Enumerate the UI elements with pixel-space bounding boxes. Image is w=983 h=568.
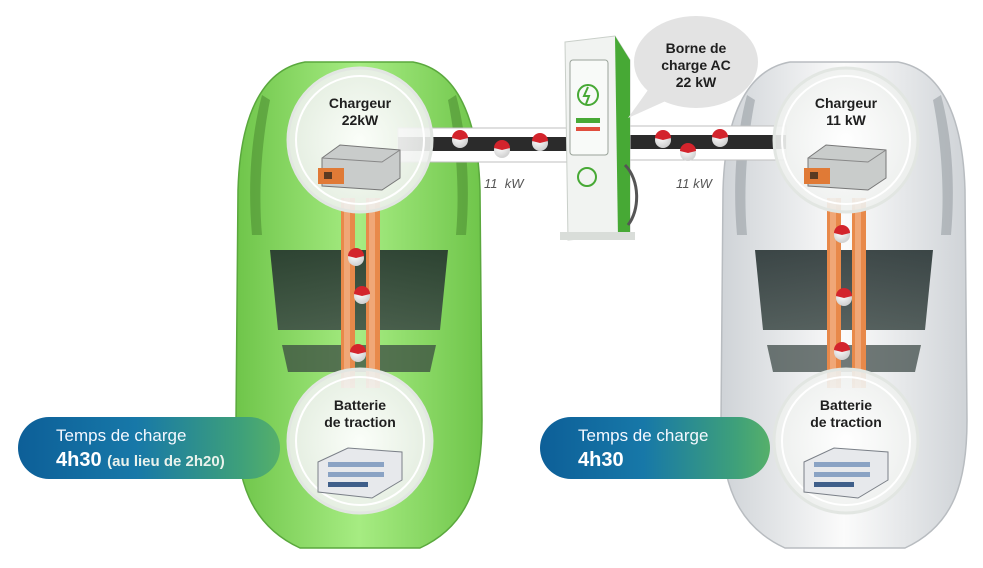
right-charger-label: Chargeur 11 kW bbox=[814, 95, 878, 128]
energy-particle bbox=[348, 248, 364, 266]
energy-particle bbox=[836, 288, 852, 306]
energy-particle bbox=[350, 344, 366, 362]
energy-particle bbox=[494, 140, 510, 158]
left-charge-time-title: Temps de charge bbox=[56, 426, 187, 445]
energy-particle bbox=[680, 143, 696, 161]
charging-station-icon bbox=[560, 35, 639, 241]
station-bubble-label: Borne de charge AC 22 kW bbox=[661, 40, 731, 90]
station-bubble bbox=[628, 16, 758, 118]
right-charger-module-icon bbox=[804, 144, 887, 191]
left-charger-circle bbox=[286, 66, 434, 214]
left-charge-time-value: 4h30 bbox=[56, 449, 102, 471]
right-battery-label: Batterie de traction bbox=[810, 397, 882, 430]
left-dc-flow bbox=[341, 198, 380, 388]
energy-particle bbox=[834, 225, 850, 243]
left-charge-time-box: Temps de charge 4h30 (au lieu de 2h20) bbox=[18, 417, 280, 479]
left-charge-time-note: (au lieu de 2h20) bbox=[107, 453, 225, 470]
right-ac-link bbox=[625, 125, 787, 161]
energy-particle bbox=[452, 130, 468, 148]
energy-particle bbox=[655, 130, 671, 148]
right-battery-pack-icon bbox=[803, 447, 889, 499]
right-charger-circle bbox=[772, 66, 920, 214]
left-link-power-label: 11 kW bbox=[484, 176, 524, 191]
energy-particle bbox=[834, 342, 850, 360]
energy-particles bbox=[348, 129, 852, 362]
right-dc-flow bbox=[827, 198, 866, 388]
right-charge-time-box: Temps de charge 4h30 bbox=[540, 417, 770, 479]
right-link-power-label: 11 kW bbox=[676, 176, 712, 191]
left-battery-label: Batterie de traction bbox=[324, 397, 396, 430]
left-battery-pack-icon bbox=[317, 447, 403, 499]
left-charger-label: Chargeur 22kW bbox=[328, 95, 392, 128]
left-charger-module-icon bbox=[318, 144, 401, 191]
energy-particle bbox=[712, 129, 728, 147]
right-charge-time-value: 4h30 bbox=[578, 449, 624, 471]
energy-particle bbox=[532, 133, 548, 151]
energy-particle bbox=[354, 286, 370, 304]
right-charge-time-title: Temps de charge bbox=[578, 426, 709, 445]
left-charge-time-value-row: 4h30 (au lieu de 2h20) bbox=[56, 449, 225, 472]
